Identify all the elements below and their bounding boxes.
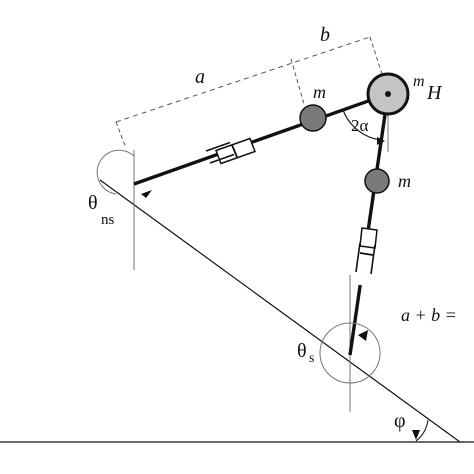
- phi-arc: [415, 419, 429, 442]
- hip-pivot: [385, 91, 391, 97]
- swing-leg-actuator: [203, 133, 256, 165]
- label-two-alpha: 2α: [351, 116, 369, 135]
- label-phi: φ: [394, 410, 406, 432]
- two-alpha-arc: [342, 109, 382, 141]
- stance-leg-actuator: [355, 227, 378, 286]
- stance-leg-mass: [364, 168, 390, 194]
- label-theta-s-sub: s: [309, 351, 314, 366]
- phi-arrowhead: [412, 430, 420, 440]
- label-m-upper: m: [313, 82, 326, 102]
- theta-s-circle: [319, 322, 381, 384]
- label-theta-s: θ: [297, 340, 307, 362]
- theta-ns-arc: [96, 149, 135, 195]
- label-a: a: [195, 66, 205, 88]
- label-b: b: [320, 24, 330, 46]
- label-theta-ns-sub: ns: [101, 212, 115, 228]
- swing-leg: [133, 92, 389, 186]
- dim-line-ab: [115, 36, 371, 123]
- swing-leg-mass: [299, 104, 327, 132]
- dim-tick-left: [115, 121, 127, 149]
- theta-ns-arrowhead: [141, 190, 152, 198]
- two-alpha-arrowhead: [377, 137, 385, 145]
- slope-line: [99, 179, 461, 443]
- label-equation: a + b =: [401, 305, 457, 325]
- label-mh-m: m: [413, 73, 425, 90]
- label-m-lower: m: [398, 171, 411, 191]
- dim-tick-mid: [290, 58, 305, 105]
- stance-leg: [348, 93, 390, 356]
- label-mh-sub: H: [426, 82, 443, 104]
- label-theta-ns: θ: [88, 192, 98, 214]
- theta-s-arrowhead: [358, 330, 368, 341]
- dim-tick-right: [369, 36, 385, 81]
